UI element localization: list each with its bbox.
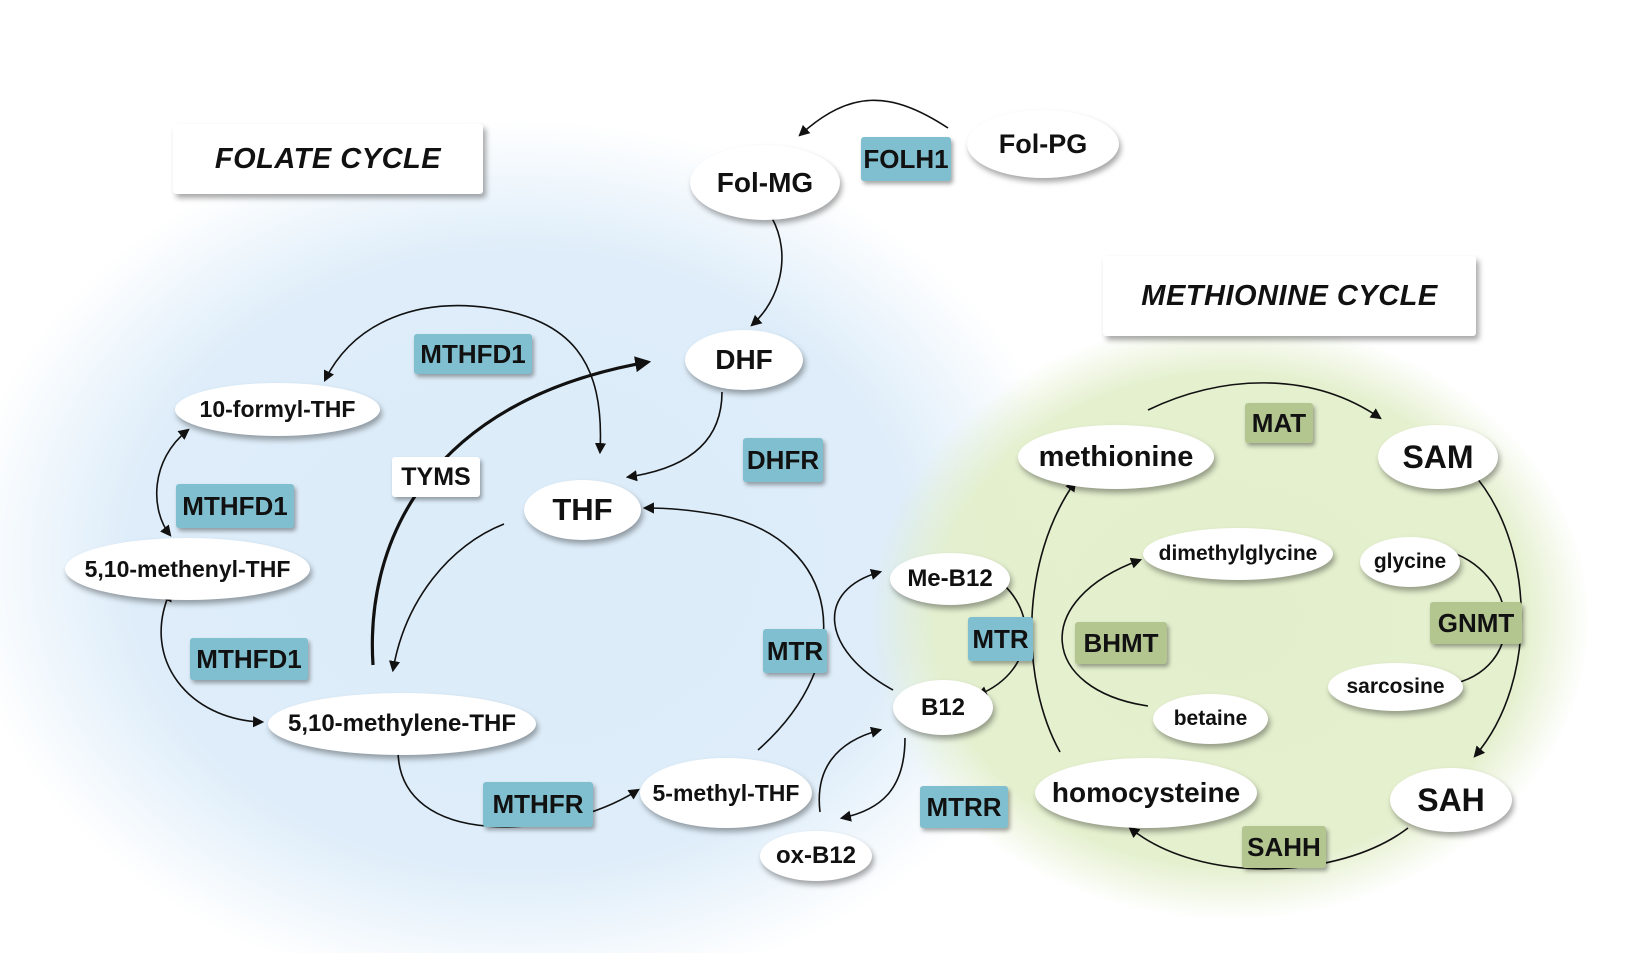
enzyme-mthfd1-mid: MTHFD1: [176, 484, 294, 528]
arrow-dhf-to-thf: [625, 391, 723, 482]
arrow-oxb12-to-b12: [818, 726, 883, 813]
folate-region: [0, 120, 1080, 953]
enzyme-bhmt: BHMT: [1075, 622, 1167, 664]
arrow-b12-to-oxb12: [839, 737, 906, 822]
arrow-thf-formyl-arc: [323, 304, 607, 455]
enzyme-mat: MAT: [1245, 403, 1313, 443]
node-fol-pg: Fol-PG: [967, 110, 1119, 178]
node-5-methyl-thf: 5-methyl-THF: [640, 758, 812, 828]
node-b12: B12: [893, 680, 993, 735]
arrow-met-to-sam: [1147, 382, 1382, 420]
node-glycine: glycine: [1360, 537, 1460, 587]
arrow-folpg-to-folmg: [798, 99, 949, 137]
node-5-10-methenyl-thf: 5,10-methenyl-THF: [65, 538, 310, 600]
node-dimethylglycine: dimethylglycine: [1143, 528, 1333, 580]
arrow-hcy-to-met: [1030, 480, 1077, 753]
enzyme-mthfd1-top: MTHFD1: [414, 334, 532, 374]
node-10-formyl-thf: 10-formyl-THF: [175, 383, 380, 436]
node-thf: THF: [524, 480, 641, 540]
arrow-formyl-methenyl: [155, 428, 190, 537]
node-me-b12: Me-B12: [890, 553, 1010, 605]
arrow-b12-to-meb12: [833, 569, 894, 691]
enzyme-dhfr: DHFR: [743, 438, 823, 482]
enzyme-mthfd1-low: MTHFD1: [190, 638, 308, 680]
node-methionine: methionine: [1018, 425, 1214, 489]
folate-cycle-title: FOLATE CYCLE: [173, 124, 483, 194]
arrow-betaine-to-dmg: [1061, 557, 1149, 707]
enzyme-gnmt: GNMT: [1430, 602, 1522, 644]
node-betaine: betaine: [1153, 694, 1268, 744]
node-homocysteine: homocysteine: [1035, 758, 1257, 828]
node-fol-mg: Fol-MG: [690, 145, 840, 220]
enzyme-sahh: SAHH: [1242, 826, 1326, 868]
enzyme-mtrr: MTRR: [920, 786, 1008, 828]
arrow-methenyl-methylene: [160, 589, 265, 728]
node-dhf: DHF: [685, 330, 803, 390]
enzyme-mtr-right: MTR: [968, 617, 1033, 661]
enzyme-tyms: TYMS: [392, 457, 480, 497]
node-sarcosine: sarcosine: [1328, 663, 1463, 711]
enzyme-folh1: FOLH1: [861, 137, 951, 181]
methionine-cycle-title: METHIONINE CYCLE: [1103, 256, 1476, 336]
arrow-folmg-to-dhf: [750, 217, 783, 327]
enzyme-mthfr: MTHFR: [483, 782, 593, 827]
node-5-10-methylene-thf: 5,10-methylene-THF: [268, 693, 536, 755]
node-sam: SAM: [1378, 425, 1498, 489]
arrow-methyl-to-thf: [642, 502, 825, 751]
arrow-sah-to-hcy: [1128, 826, 1409, 870]
node-ox-b12: ox-B12: [760, 831, 872, 881]
arrow-thf-to-methylene: [388, 523, 505, 673]
node-sah: SAH: [1390, 768, 1512, 832]
enzyme-mtr-left: MTR: [763, 629, 827, 673]
